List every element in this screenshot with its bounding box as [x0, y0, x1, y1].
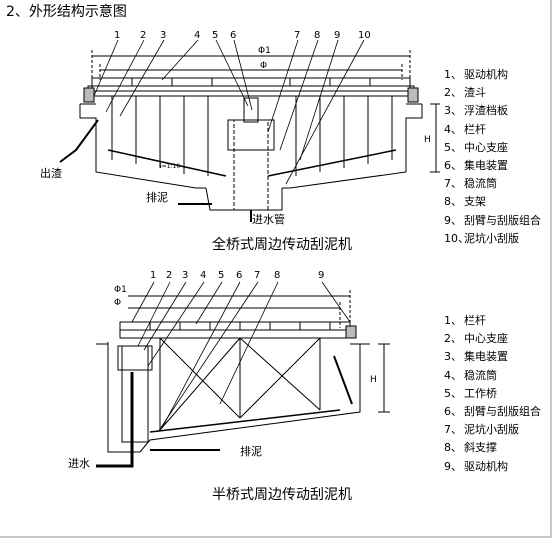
railing-half [149, 322, 331, 330]
legend-item: 4、栏杆 [444, 122, 486, 136]
half-dim-phi1-label: Φ1 [114, 285, 127, 295]
legend-item: 1、驱动机构 [444, 68, 508, 81]
half-dim-h-label: H [370, 375, 377, 385]
tank-wall-half [107, 342, 140, 453]
callout-1: 1 [114, 30, 120, 41]
half-callout-7: 7 [254, 270, 260, 281]
half-callout-9: 9 [318, 270, 324, 281]
legend-item: 9、驱动机构 [444, 459, 508, 473]
half-dim-phi-label: Φ [114, 298, 121, 308]
slope-label: i=1:10 [160, 163, 180, 170]
half-label-sludge: 排泥 [240, 444, 262, 458]
sludge-pit [205, 187, 283, 211]
stilling-well-half [117, 345, 153, 371]
diagonal-brace [333, 355, 353, 405]
label-sludge: 排泥 [146, 190, 168, 204]
legend-item: 2、渣斗 [444, 86, 486, 100]
scraper-arm-left [107, 149, 227, 177]
half-label-inlet: 进水 [68, 457, 90, 470]
callout-4: 4 [194, 30, 200, 41]
frame-edge [550, 0, 552, 538]
half-callout-5: 5 [218, 270, 224, 281]
legend-item: 4、稳流筒 [444, 368, 497, 382]
hangers [111, 96, 393, 176]
half-callout-2: 2 [166, 270, 172, 281]
full-bridge-caption: 全桥式周边传动刮泥机 [212, 237, 352, 253]
inlet-pipe-half [96, 372, 134, 468]
half-bridge-legend: 1、栏杆 2、中心支座 3、集电装置 4、稳流筒 5、工作桥 6、刮臂与刮版组合… [444, 312, 541, 476]
tank-wall-left [79, 104, 206, 189]
center-column [233, 119, 269, 211]
callout-9: 9 [334, 30, 340, 41]
callout-3: 3 [160, 30, 166, 41]
drive-mechanism-left [83, 87, 95, 103]
legend-item: 7、泥坑小刮版 [444, 423, 519, 437]
center-column-half [121, 345, 149, 443]
half-bridge-caption: 半桥式周边传动刮泥机 [212, 487, 352, 503]
half-callout-3: 3 [182, 270, 188, 281]
callout-8: 8 [314, 30, 320, 41]
legend-item: 6、集电装置 [444, 158, 508, 172]
legend-item: 5、工作桥 [444, 386, 497, 400]
dim-phi-label: Φ [260, 61, 267, 71]
dim-phi1-label: Φ1 [258, 46, 271, 56]
half-callout-8: 8 [274, 270, 280, 281]
half-callout-6: 6 [236, 270, 242, 281]
callout-7: 7 [294, 30, 300, 41]
drive-mechanism-half [345, 325, 357, 339]
tank-wall-right [282, 104, 423, 189]
dim-h-label: H [424, 135, 431, 145]
callout-2: 2 [140, 30, 146, 41]
legend-item: 10、泥坑小刮版 [444, 231, 519, 245]
stilling-well [227, 119, 275, 151]
callout-leaders [93, 39, 365, 185]
half-callout-1: 1 [150, 270, 156, 281]
frame-edge [0, 536, 552, 538]
legend-item: 7、稳流筒 [444, 177, 497, 191]
callout-leaders-half [131, 281, 351, 433]
legend-item: 6、刮臂与刮版组合 [444, 404, 541, 418]
label-inlet: 进水管 [252, 212, 285, 226]
legend-item: 3、浮渣档板 [444, 104, 508, 118]
half-bridge-diagram [96, 281, 390, 468]
legend-item: 8、支架 [444, 195, 486, 209]
legend-item: 9、刮臂与刮版组合 [444, 213, 541, 227]
scraper-arm-right [267, 149, 397, 177]
scraper-arm-half [149, 409, 341, 433]
page-heading: 2、外形结构示意图 [6, 4, 127, 20]
scum-outlet-pipe [59, 119, 99, 163]
legend-item: 5、中心支座 [444, 140, 508, 154]
legend-item: 2、中心支座 [444, 332, 508, 346]
drive-mechanism-right [407, 87, 419, 103]
label-outlet: 出渣 [40, 166, 62, 180]
callout-5: 5 [212, 30, 218, 41]
legend-item: 8、斜支撑 [444, 441, 497, 455]
callout-10: 10 [358, 30, 371, 41]
legend-item: 3、集电装置 [444, 350, 508, 364]
half-callout-4: 4 [200, 270, 206, 281]
truss [159, 337, 321, 431]
legend-item: 1、栏杆 [444, 314, 486, 327]
callout-6: 6 [230, 30, 236, 41]
full-bridge-legend: 1、驱动机构 2、渣斗 3、浮渣档板 4、栏杆 5、中心支座 6、集电装置 7、… [444, 66, 541, 248]
